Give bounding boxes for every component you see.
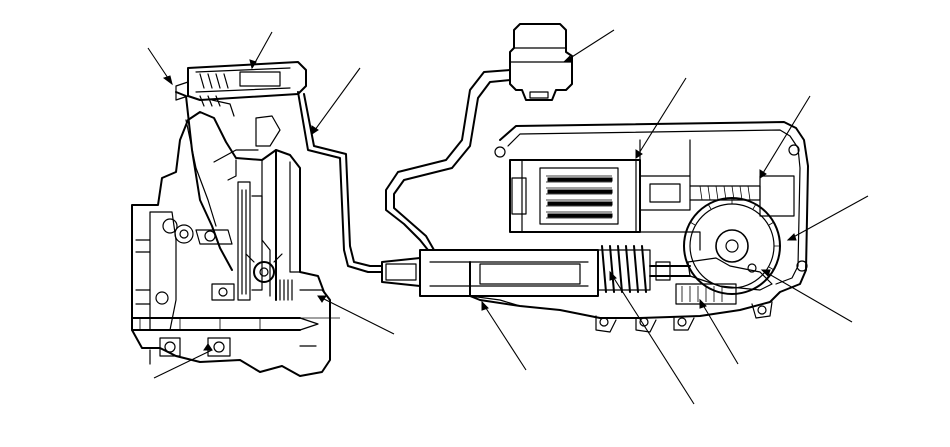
transmission-housing-section (131, 91, 331, 377)
leader-line-6 (759, 95, 811, 179)
leader-line-11 (481, 301, 527, 371)
actuator-housing (381, 121, 809, 333)
slave-cylinder (175, 61, 307, 117)
leader-line-8 (761, 269, 853, 323)
leader-line-5 (635, 77, 687, 159)
fluid-line (213, 91, 383, 273)
callout-leaders (147, 29, 869, 405)
leader-line-4 (563, 29, 615, 63)
leader-line-7 (787, 195, 869, 241)
leader-line-12 (317, 295, 395, 335)
leader-line-9 (699, 299, 739, 365)
leader-line-3 (311, 67, 361, 135)
leader-line-10 (609, 271, 695, 405)
leader-line-13 (153, 349, 213, 379)
reservoir (385, 23, 573, 251)
